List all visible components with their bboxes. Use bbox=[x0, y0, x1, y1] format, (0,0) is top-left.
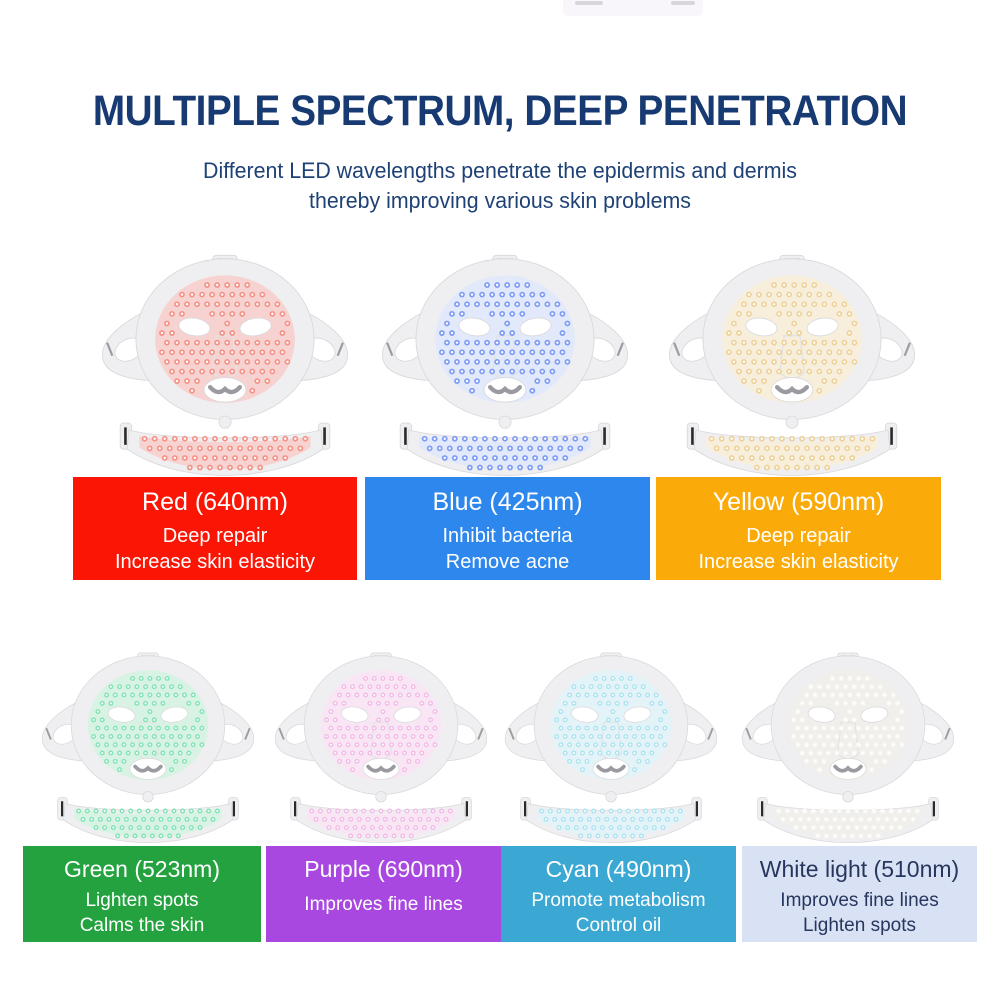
mask-figure-yellow bbox=[669, 254, 915, 476]
benefit-line: Inhibit bacteria bbox=[442, 525, 573, 547]
benefit-line: Lighten spots bbox=[802, 915, 917, 936]
benefit-line: Control oil bbox=[575, 915, 662, 936]
label-box-cyan: Cyan (490nm) Promote metabolism Control … bbox=[501, 846, 736, 942]
mask-figure-red bbox=[102, 254, 348, 476]
wavelength-title: White light (510nm) bbox=[759, 856, 960, 882]
mask-figure-white bbox=[742, 652, 954, 844]
benefit-line: Deep repair bbox=[162, 525, 268, 547]
cropped-mask-strap-slot bbox=[671, 1, 695, 5]
benefit-line: Increase skin elasticity bbox=[114, 551, 316, 573]
wavelength-title: Cyan (490nm) bbox=[545, 856, 692, 882]
mask-figure-green bbox=[42, 652, 254, 844]
label-box-green: Green (523nm) Lighten spots Calms the sk… bbox=[23, 846, 261, 942]
benefit-line: Calms the skin bbox=[79, 915, 205, 936]
cropped-mask-strap-slot bbox=[575, 1, 603, 5]
benefit-line: Deep repair bbox=[746, 525, 851, 547]
benefit-line: Promote metabolism bbox=[531, 890, 706, 911]
label-box-red: Red (640nm) Deep repair Increase skin el… bbox=[73, 477, 357, 580]
wavelength-title: Green (523nm) bbox=[64, 856, 220, 882]
benefit-line: Increase skin elasticity bbox=[698, 551, 899, 573]
label-box-yellow: Yellow (590nm) Deep repair Increase skin… bbox=[656, 477, 941, 580]
benefit-line: Lighten spots bbox=[85, 890, 199, 911]
benefit-line: Improves fine lines bbox=[780, 890, 939, 911]
cropped-mask-edge bbox=[563, 0, 703, 16]
mask-figure-blue bbox=[382, 254, 628, 476]
wavelength-title: Yellow (590nm) bbox=[712, 488, 885, 516]
label-box-purple: Purple (690nm) Improves fine lines bbox=[266, 846, 501, 942]
wavelength-title: Red (640nm) bbox=[142, 488, 288, 516]
mask-figure-purple bbox=[275, 652, 487, 844]
subtitle-line-1: Different LED wavelengths penetrate the … bbox=[203, 158, 797, 183]
label-box-blue: Blue (425nm) Inhibit bacteria Remove acn… bbox=[365, 477, 650, 580]
subtitle-line-2: thereby improving various skin problems bbox=[309, 188, 691, 213]
mask-figure-cyan bbox=[505, 652, 717, 844]
label-box-white-light: White light (510nm) Improves fine lines … bbox=[742, 846, 977, 942]
page-title: MULTIPLE SPECTRUM, DEEP PENETRATION bbox=[92, 86, 908, 135]
benefit-line: Improves fine lines bbox=[304, 894, 463, 915]
wavelength-title: Blue (425nm) bbox=[432, 488, 583, 516]
wavelength-title: Purple (690nm) bbox=[304, 856, 463, 882]
benefit-line: Remove acne bbox=[445, 551, 570, 573]
